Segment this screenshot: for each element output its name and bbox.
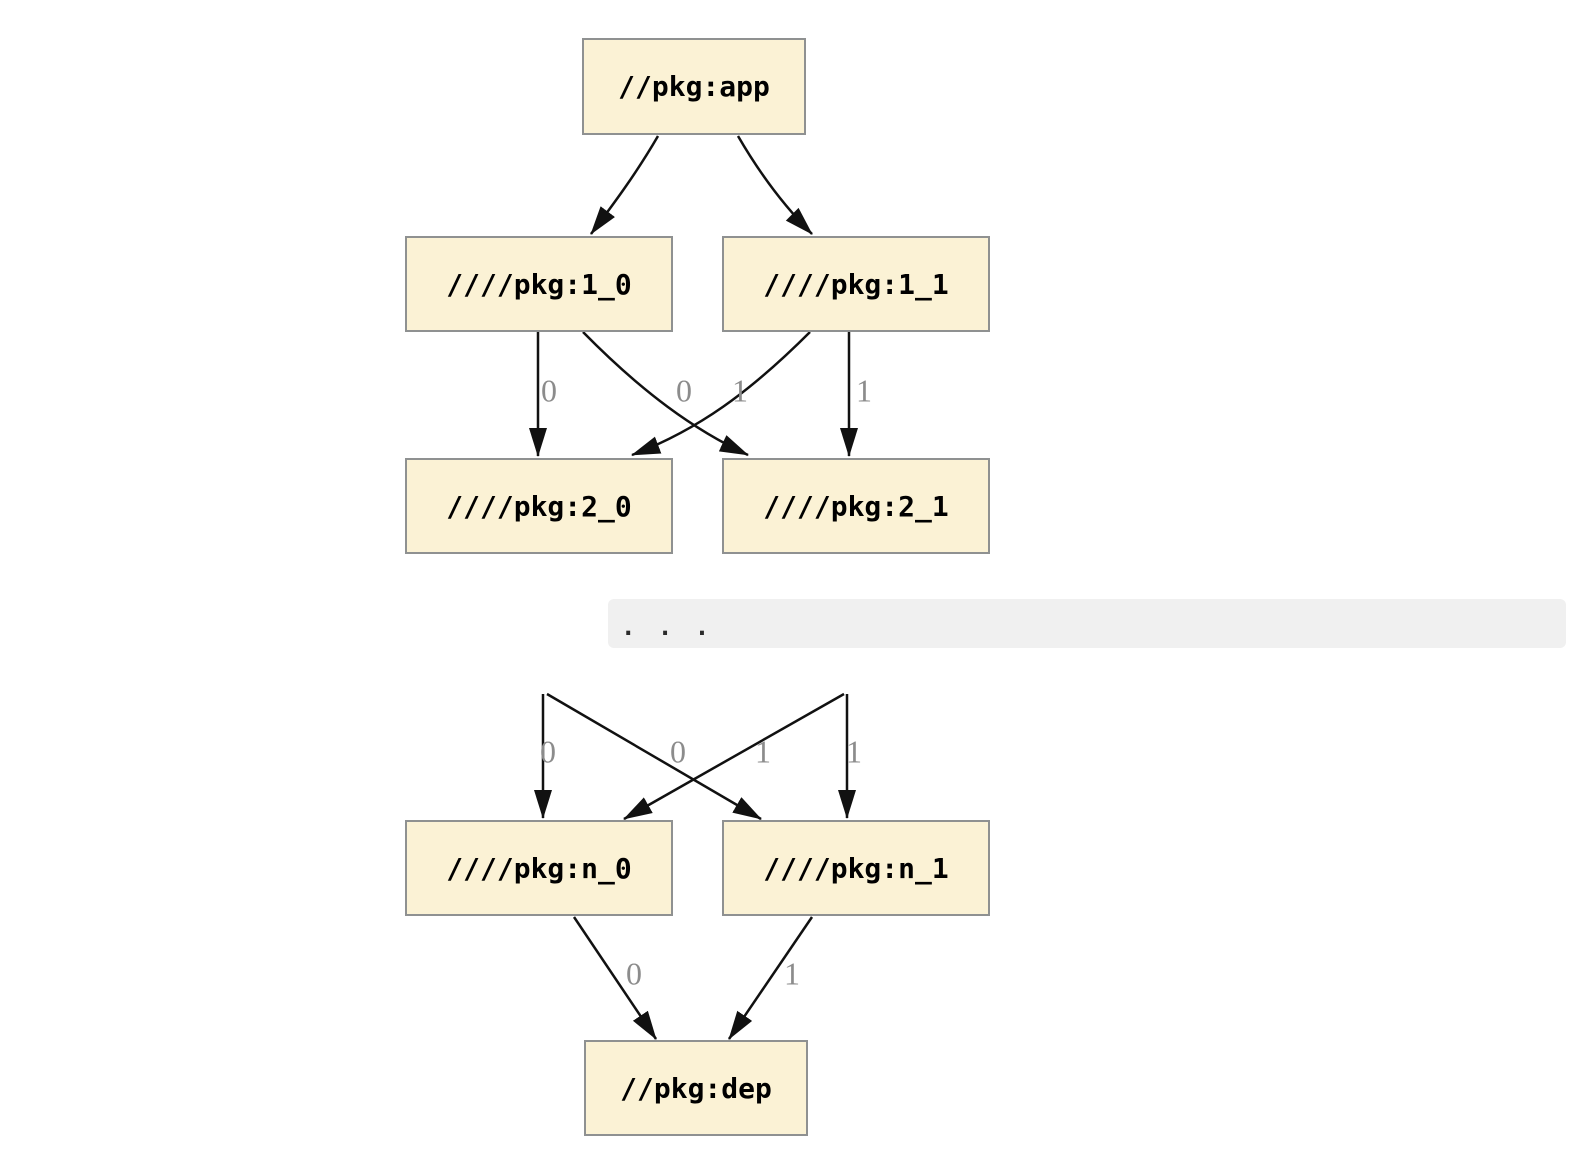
edge-ellipsis-to-n_1-diagonal [546, 692, 762, 821]
node-pkg-2_0: ////pkg:2_0 [405, 458, 673, 554]
ellipsis-code-band: . . . [608, 599, 1566, 648]
edge-label: 0 [540, 733, 556, 770]
edge-label: 0 [670, 733, 686, 770]
edge-label: 0 [541, 372, 557, 409]
edge-label: 0 [676, 372, 692, 409]
edge-label: 1 [846, 733, 862, 770]
node-pkg-1_1: ////pkg:1_1 [722, 236, 990, 332]
node-pkg-dep: //pkg:dep [584, 1040, 808, 1136]
node-pkg-2_1: ////pkg:2_1 [722, 458, 990, 554]
edge-n_1-to-dep [727, 916, 814, 1040]
node-pkg-app: //pkg:app [582, 38, 806, 135]
edge-n_0-to-dep [572, 916, 658, 1040]
edge-ellipsis-to-n_0-diagonal [623, 692, 845, 821]
edge-label: 1 [784, 955, 800, 992]
node-pkg-n_1: ////pkg:n_1 [722, 820, 990, 916]
edge-label: 1 [856, 372, 872, 409]
ellipsis-text: . . . [621, 612, 714, 641]
node-pkg-1_0: ////pkg:1_0 [405, 236, 673, 332]
edge-label: 1 [732, 372, 748, 409]
edge-1_0-to-2_1 [582, 331, 749, 457]
edge-1_1-to-2_0 [631, 331, 811, 457]
node-pkg-n_0: ////pkg:n_0 [405, 820, 673, 916]
edge-app-to-1_1 [736, 135, 813, 235]
edge-app-to-1_0 [589, 135, 660, 235]
edge-label: 1 [755, 733, 771, 770]
edge-label: 0 [626, 955, 642, 992]
